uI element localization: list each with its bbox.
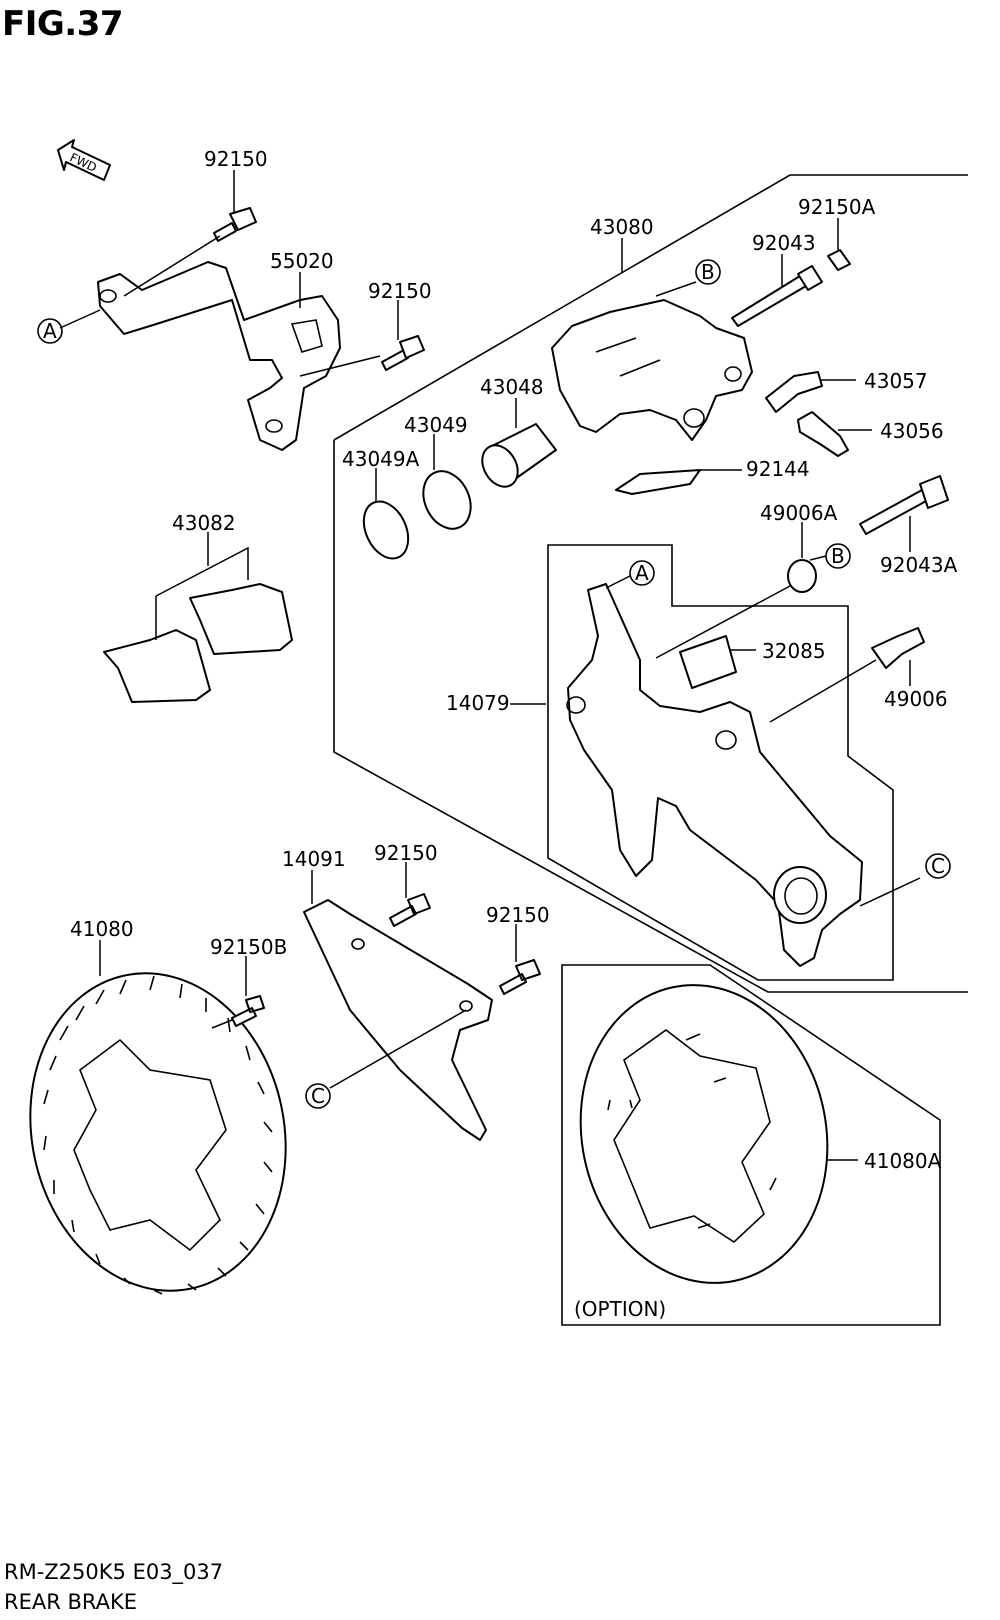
- part-label-92043a: 92043A: [880, 553, 958, 577]
- svg-text:A: A: [635, 561, 649, 585]
- seal-43049: [422, 470, 472, 530]
- part-label-92150b: 92150B: [210, 935, 287, 959]
- caliper-assembly-frame: [333, 174, 968, 993]
- ref-circle-a-top: A: [37, 318, 63, 344]
- pad-retainer: [679, 635, 737, 689]
- part-label-43048: 43048: [480, 375, 544, 399]
- option-label: (OPTION): [574, 1297, 666, 1321]
- svg-text:B: B: [831, 544, 845, 568]
- caliper-bracket: [566, 583, 863, 967]
- part-label-92150-guard-1: 92150: [374, 841, 438, 865]
- option-frame: [561, 964, 941, 1326]
- seal-43049a: [362, 500, 410, 560]
- svg-text:C: C: [311, 1084, 325, 1108]
- leader-lines: [59, 170, 921, 1161]
- part-label-43080: 43080: [590, 215, 654, 239]
- boot-49006a: [787, 559, 817, 593]
- brake-disc: [29, 972, 287, 1295]
- part-label-92150-guard-2: 92150: [486, 903, 550, 927]
- part-label-41080: 41080: [70, 917, 134, 941]
- bolt-92150-top: [213, 207, 257, 242]
- section-name: REAR BRAKE: [4, 1590, 138, 1614]
- part-label-14091: 14091: [282, 847, 346, 871]
- ref-circle-b-pin: B: [825, 543, 851, 569]
- part-label-49006a: 49006A: [760, 501, 838, 525]
- svg-text:A: A: [43, 319, 57, 343]
- figure-title: FIG.37: [2, 4, 124, 44]
- part-label-92150a: 92150A: [798, 195, 876, 219]
- model-code: RM-Z250K5 E03_037: [4, 1560, 224, 1584]
- option-brake-disc: [579, 984, 829, 1284]
- part-label-55020: 55020: [270, 249, 334, 273]
- part-label-43049a: 43049A: [342, 447, 420, 471]
- ref-circle-b-top: B: [695, 259, 721, 285]
- part-label-43057: 43057: [864, 369, 928, 393]
- bolt-92150b: [231, 995, 265, 1027]
- part-label-92144: 92144: [746, 457, 810, 481]
- part-label-43082: 43082: [172, 511, 236, 535]
- bracket-subframe: [547, 544, 894, 981]
- svg-text:C: C: [931, 854, 945, 878]
- brake-pads: [103, 546, 293, 703]
- caliper-body: [551, 299, 753, 441]
- ref-circle-c-bracket: C: [925, 853, 951, 879]
- part-label-43056: 43056: [880, 419, 944, 443]
- bolt-92150-guard-2: [499, 959, 541, 995]
- pad-spring: [615, 469, 701, 495]
- pin-92043: [731, 265, 823, 327]
- part-label-92043: 92043: [752, 231, 816, 255]
- bleeder-valve: [797, 411, 849, 457]
- fwd-arrow-icon: FWD: [57, 139, 111, 181]
- boot-49006: [871, 627, 925, 669]
- part-label-92150-top: 92150: [204, 147, 268, 171]
- part-label-49006: 49006: [884, 687, 948, 711]
- pin-92043a: [859, 475, 949, 535]
- bolt-92150-mid: [381, 335, 425, 371]
- bleeder-cap: [765, 371, 823, 413]
- ref-circle-a-bracket: A: [629, 560, 655, 586]
- ref-circle-c-guard: C: [305, 1083, 331, 1109]
- part-label-14079: 14079: [446, 691, 510, 715]
- svg-text:B: B: [701, 260, 715, 284]
- part-label-43049: 43049: [404, 413, 468, 437]
- part-label-41080a: 41080A: [864, 1149, 942, 1173]
- brake-pedal-bracket: [97, 261, 341, 451]
- bolt-92150-guard-1: [389, 893, 431, 927]
- caliper-piston: [481, 423, 557, 488]
- disc-guard: [303, 899, 493, 1141]
- part-label-32085: 32085: [762, 639, 826, 663]
- plug-92150a: [827, 249, 851, 271]
- part-label-92150-mid: 92150: [368, 279, 432, 303]
